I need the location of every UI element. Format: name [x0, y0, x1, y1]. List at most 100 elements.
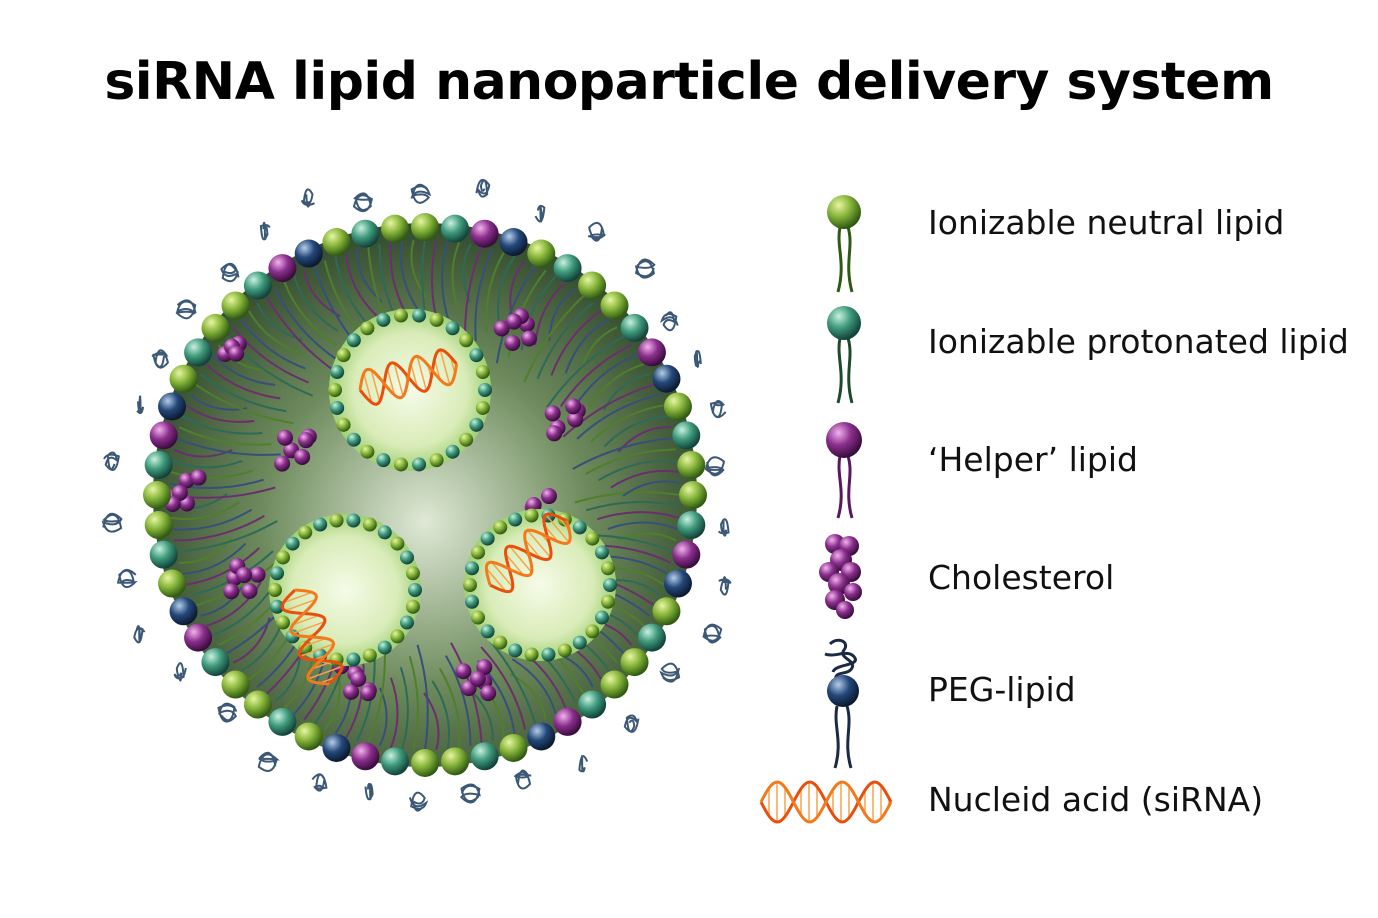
cholesterol-cluster	[223, 558, 266, 600]
lipid-head	[637, 623, 666, 652]
lipid-head	[243, 690, 272, 719]
peg-coil	[718, 576, 732, 596]
lipid-tail	[576, 393, 660, 440]
lipid-head	[169, 597, 198, 626]
lipid-tail	[586, 501, 680, 512]
lipid-head	[380, 214, 409, 243]
lipid-tail	[274, 288, 337, 361]
peg-coil	[587, 221, 606, 242]
lipid-head	[652, 364, 681, 393]
sirna-helix	[759, 780, 893, 824]
cholesterol-cluster	[274, 428, 317, 472]
lipid-tail	[536, 302, 594, 379]
lipid-head	[158, 569, 187, 598]
lipid-tail	[345, 657, 365, 738]
lipid-tail	[562, 383, 655, 438]
lipid-tail	[416, 644, 429, 751]
legend-label-nucleic-acid: Nucleid acid (siRNA)	[928, 780, 1264, 819]
peg-coil	[136, 395, 145, 415]
lipid-tail	[408, 656, 419, 750]
cholesterol-icon	[819, 534, 862, 619]
peg-coil	[220, 262, 240, 283]
lipid-tail	[511, 658, 557, 715]
lipid-tail	[211, 353, 276, 386]
lipid-head	[663, 392, 692, 421]
lipid-head	[663, 569, 692, 598]
lipid-head	[578, 690, 607, 719]
peg-lipid-icon	[824, 638, 859, 769]
lipid-tail	[550, 309, 602, 376]
peg-coil	[311, 773, 328, 792]
lipid-tail	[572, 437, 674, 470]
micelle	[268, 513, 422, 686]
lipid-head	[351, 219, 380, 248]
lipid-head	[158, 392, 187, 421]
peg-coil	[133, 625, 146, 644]
lipid-head	[144, 511, 173, 540]
sirna-helix	[280, 588, 344, 686]
dna-helix-icon	[759, 780, 893, 824]
lipid-head	[351, 742, 380, 771]
lipid-head	[294, 722, 323, 751]
lipid-head	[441, 214, 470, 243]
lipid-tail	[480, 646, 527, 730]
lipid-head	[672, 540, 701, 569]
lipid-tail	[345, 252, 378, 317]
lipid-head	[527, 722, 556, 751]
lipid-tail	[178, 426, 272, 446]
peg-coil	[459, 783, 481, 804]
lipid-head	[294, 239, 323, 268]
peg-coil	[693, 350, 702, 368]
lipid-tail	[431, 680, 451, 750]
peg-coil	[101, 512, 123, 533]
peg-coil	[257, 751, 280, 772]
lipid-head	[677, 511, 706, 540]
green-lipid-icon	[827, 195, 861, 293]
lipid-tail	[495, 264, 537, 364]
outer-lipid-shell	[143, 213, 707, 777]
lipid-tail	[182, 415, 263, 435]
lipid-head	[322, 733, 351, 762]
lipid-head	[184, 623, 213, 652]
lipid-tail	[610, 469, 680, 489]
lipid-head	[677, 450, 706, 479]
lipid-tail	[176, 520, 278, 553]
lipid-tail	[622, 480, 680, 497]
peg-coil	[364, 782, 374, 801]
lipid-tails	[169, 239, 681, 751]
page-title: siRNA lipid nanoparticle delivery system	[104, 52, 1274, 112]
lipid-tail	[239, 318, 306, 370]
lipid-tail	[176, 437, 281, 456]
lipid-tail	[441, 240, 451, 324]
lipid-tail	[597, 459, 678, 482]
lipid-head	[470, 742, 499, 771]
lipid-tail	[205, 363, 281, 400]
lipid-head	[553, 707, 582, 736]
lipid-tail	[573, 353, 639, 408]
lipid-head	[470, 219, 499, 248]
lipid-tail	[399, 666, 409, 750]
peg-coil	[659, 662, 681, 683]
peg-coil	[578, 755, 589, 773]
peg-coil	[175, 299, 197, 320]
purple-lipid-icon	[826, 422, 862, 519]
lipid-tail	[194, 383, 294, 425]
lipid-tail	[174, 515, 265, 542]
lipid-tail	[172, 508, 253, 531]
lipid-tail	[596, 511, 680, 521]
lipid-tail	[438, 667, 461, 748]
lipid-head	[527, 239, 556, 268]
lipid-tail	[399, 240, 419, 310]
cholesterol-clusters	[163, 308, 615, 702]
lipid-head	[201, 313, 230, 342]
peg-coil	[116, 568, 138, 589]
lipid-tail	[585, 448, 676, 475]
lipid-head	[411, 213, 439, 241]
lipid-head	[637, 338, 666, 367]
legend-label-ionizable-neutral: Ionizable neutral lipid	[928, 203, 1285, 242]
lipid-tail	[182, 542, 247, 575]
lipid-tail	[170, 469, 254, 479]
micelle	[463, 508, 617, 662]
peg-coil	[151, 349, 169, 369]
peg-coil	[623, 714, 640, 733]
